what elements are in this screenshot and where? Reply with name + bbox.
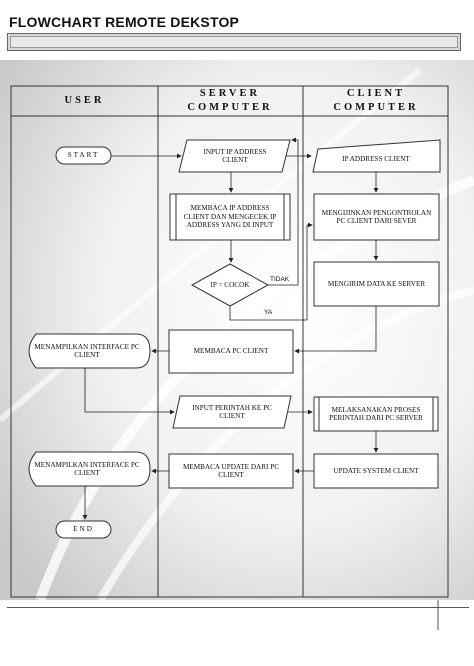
show-interface-1-label: MENAMPILKAN INTERFACE PC CLIENT bbox=[34, 342, 140, 360]
show-interface-1-shape bbox=[28, 333, 151, 369]
end-terminator bbox=[55, 520, 112, 539]
ip-client-label: IP ADDRESS CLIENT bbox=[342, 154, 410, 163]
execute-process bbox=[313, 396, 439, 432]
send-data-process bbox=[313, 261, 440, 307]
ip-client-shape bbox=[312, 139, 441, 173]
update-client-process bbox=[313, 453, 439, 489]
page-title: FLOWCHART REMOTE DEKSTOP bbox=[9, 14, 240, 30]
start-terminator bbox=[55, 146, 112, 165]
send-data-label: MENGIRIM DATA KE SERVER bbox=[327, 279, 426, 288]
input-ip-label: INPUT IP ADDRESS CLIENT bbox=[203, 147, 267, 165]
read-update-process bbox=[168, 453, 294, 489]
read-ip-process bbox=[169, 193, 291, 241]
read-pc-process bbox=[168, 329, 294, 374]
input-command-label: INPUT PERINTAH KE PC CLIENT bbox=[192, 403, 272, 421]
edge-yes-allow bbox=[229, 222, 313, 321]
input-ip-shape bbox=[178, 139, 291, 173]
edge-no-loop bbox=[268, 137, 299, 286]
show-interface-2-shape bbox=[28, 451, 151, 487]
edge-label-yes: YA bbox=[264, 309, 273, 316]
execute-label: MELAKSANAKAN PROSES PERINTAH DARI PC SER… bbox=[329, 405, 423, 423]
ip-match-label: IP = COCOK bbox=[210, 280, 250, 289]
read-pc-label: MEMBACA PC CLIENT bbox=[193, 347, 269, 356]
lane-header-server: SERVER COMPUTER bbox=[187, 88, 273, 113]
allow-control-label: MENGIJINKAN PENGONTROLAN PC CLIENT DARI … bbox=[321, 208, 432, 226]
edge-show-input bbox=[84, 368, 175, 415]
lane-header-client: CLIENT COMPUTER bbox=[333, 88, 419, 113]
read-ip-label: MEMBACA IP ADDRESS CLIENT DAN MENGECEK I… bbox=[183, 204, 277, 230]
swimlane-frame bbox=[10, 85, 449, 598]
edge-send-readpc bbox=[294, 306, 377, 354]
lane-header-user: USER bbox=[64, 95, 105, 106]
update-client-label: UPDATE SYSTEM CLIENT bbox=[333, 466, 419, 475]
footer-divider bbox=[7, 607, 469, 608]
title-bar bbox=[7, 33, 461, 51]
input-command-shape bbox=[172, 395, 292, 429]
read-update-label: MEMBACA UPDATE DARI PC CLIENT bbox=[182, 462, 280, 480]
edge-label-no: TIDAK bbox=[270, 276, 290, 283]
start-label: START bbox=[67, 151, 100, 160]
end-label: END bbox=[73, 525, 94, 534]
allow-control-process bbox=[313, 193, 440, 241]
show-interface-2-label: MENAMPILKAN INTERFACE PC CLIENT bbox=[34, 460, 140, 478]
